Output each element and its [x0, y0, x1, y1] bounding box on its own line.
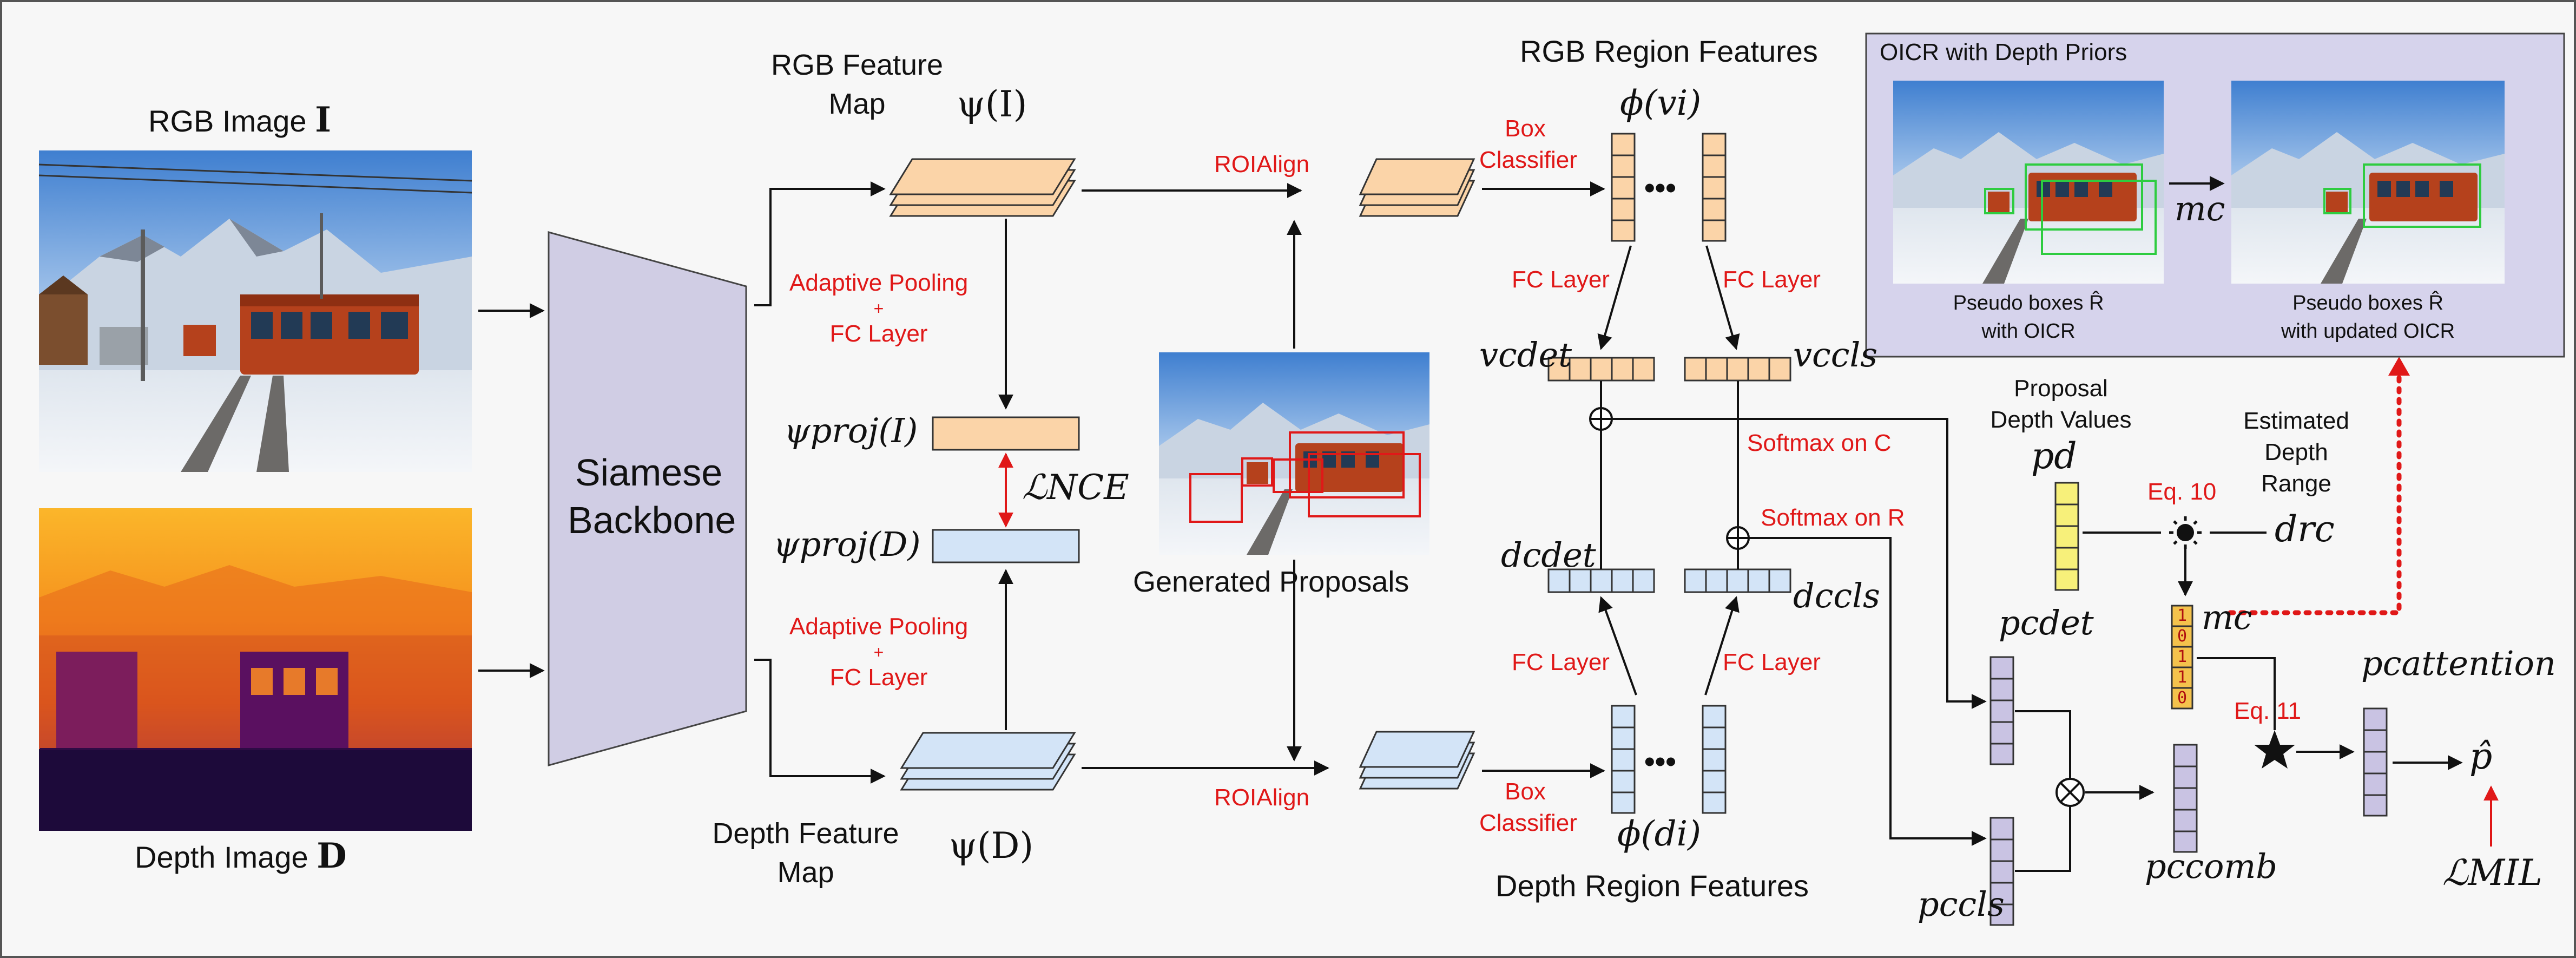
fc-layer-4-label: FC Layer	[1723, 649, 1821, 675]
roialign-top-label: ROIAlign	[1214, 151, 1310, 178]
p-cls-vector	[1989, 817, 2014, 926]
psi-proj-rgb-box	[932, 416, 1080, 451]
rgb-roi-stack	[1359, 158, 1475, 217]
phi-vi-label: ϕ(vi)	[1620, 83, 1702, 123]
depth-region-features-label: Depth Region Features	[1495, 869, 1809, 903]
depth-roi-stack	[1359, 731, 1475, 790]
pd-vector	[2054, 482, 2079, 591]
fc-layer-1-label: FC Layer	[1512, 266, 1610, 293]
depth-image-picture	[39, 508, 472, 831]
rgb-region-features-label: RGB Region Features	[1520, 34, 1818, 68]
psi-proj-depth-box	[932, 529, 1080, 563]
p-attention-vector	[2363, 707, 2388, 817]
mask-values: 1 0 1 1 0	[2177, 606, 2188, 707]
psi-i-label: ψ(I)	[957, 83, 1027, 125]
v-cls-vector	[1684, 357, 1791, 382]
fc-layer-3-label: FC Layer	[1512, 649, 1610, 675]
siamese-backbone-shape	[548, 231, 747, 766]
sun-operator-icon	[2169, 516, 2202, 549]
eq11-label: Eq. 11	[2234, 698, 2301, 724]
psi-proj-i-label: ψproj(I)	[784, 411, 918, 450]
p-det-vector	[1989, 656, 2014, 765]
p-attention-label: pcattention	[2361, 644, 2556, 683]
eq10-label: Eq. 10	[2147, 478, 2217, 505]
m-c-label: mc	[2202, 598, 2252, 637]
m-c-oicr-label: mc	[2175, 189, 2225, 228]
oicr-title: OICR with Depth Priors	[1880, 39, 2127, 65]
d-cls-label: dccls	[1793, 576, 1880, 615]
plus-node-cls	[1726, 526, 1750, 550]
rgb-image-picture	[38, 150, 472, 472]
p-comb-label: pccomb	[2145, 847, 2277, 886]
plus-node-det	[1589, 407, 1613, 431]
fc-layer-2-label: FC Layer	[1723, 266, 1821, 293]
rgb-feature-map-stack	[889, 158, 1076, 217]
softmax-c-label: Softmax on C	[1747, 430, 1892, 456]
d-cls-vector	[1684, 568, 1791, 593]
dr-c-label: drc	[2275, 508, 2335, 550]
rgb-region-vectors	[1611, 133, 1727, 242]
p-cls-label: pccls	[1918, 884, 2005, 924]
v-cls-label: vccls	[1793, 335, 1878, 375]
otimes-node	[2055, 778, 2085, 807]
psi-proj-d-label: ψproj(D)	[773, 524, 921, 564]
oicr-right-picture	[2231, 81, 2505, 284]
ellipsis-bottom: •••	[1644, 744, 1676, 778]
pseudo-left-label: Pseudo boxes R̂with OICR	[1953, 292, 2104, 343]
depth-region-vectors	[1611, 705, 1727, 814]
p-det-label: pcdet	[1999, 603, 2094, 642]
pd-label: pd	[2031, 435, 2077, 477]
roialign-bottom-label: ROIAlign	[1214, 784, 1310, 811]
v-det-vector	[1547, 357, 1655, 382]
adaptive-pooling-top-label: Adaptive Pooling+FC Layer	[789, 270, 969, 347]
pseudo-right-label: Pseudo boxes R̂with updated OICR	[2281, 292, 2455, 343]
p-hat-label: p̂	[2469, 736, 2493, 777]
rgb-image-label: RGB Image I	[148, 100, 332, 140]
star-operator-icon	[2254, 730, 2295, 769]
oicr-left-picture	[1893, 81, 2164, 284]
ellipsis-top: •••	[1644, 170, 1676, 205]
depth-feature-map-stack	[900, 732, 1076, 791]
generated-proposals-picture	[1159, 352, 1429, 555]
loss-mil-label: ℒMIL	[2442, 852, 2543, 894]
p-comb-vector	[2173, 744, 2198, 853]
loss-nce-label: ℒNCE	[1022, 468, 1129, 508]
d-det-label: dcdet	[1501, 535, 1596, 575]
phi-di-label: ϕ(di)	[1617, 814, 1701, 854]
adaptive-pooling-bottom-label: Adaptive Pooling+FC Layer	[789, 613, 969, 691]
generated-proposals-label: Generated Proposals	[1133, 566, 1409, 598]
depth-image-label: Depth Image D	[135, 836, 347, 876]
psi-d-label: ψ(D)	[949, 825, 1034, 867]
v-det-label: vcdet	[1479, 335, 1572, 375]
softmax-r-label: Softmax on R	[1761, 504, 1905, 531]
mask-vector	[2171, 605, 2193, 710]
